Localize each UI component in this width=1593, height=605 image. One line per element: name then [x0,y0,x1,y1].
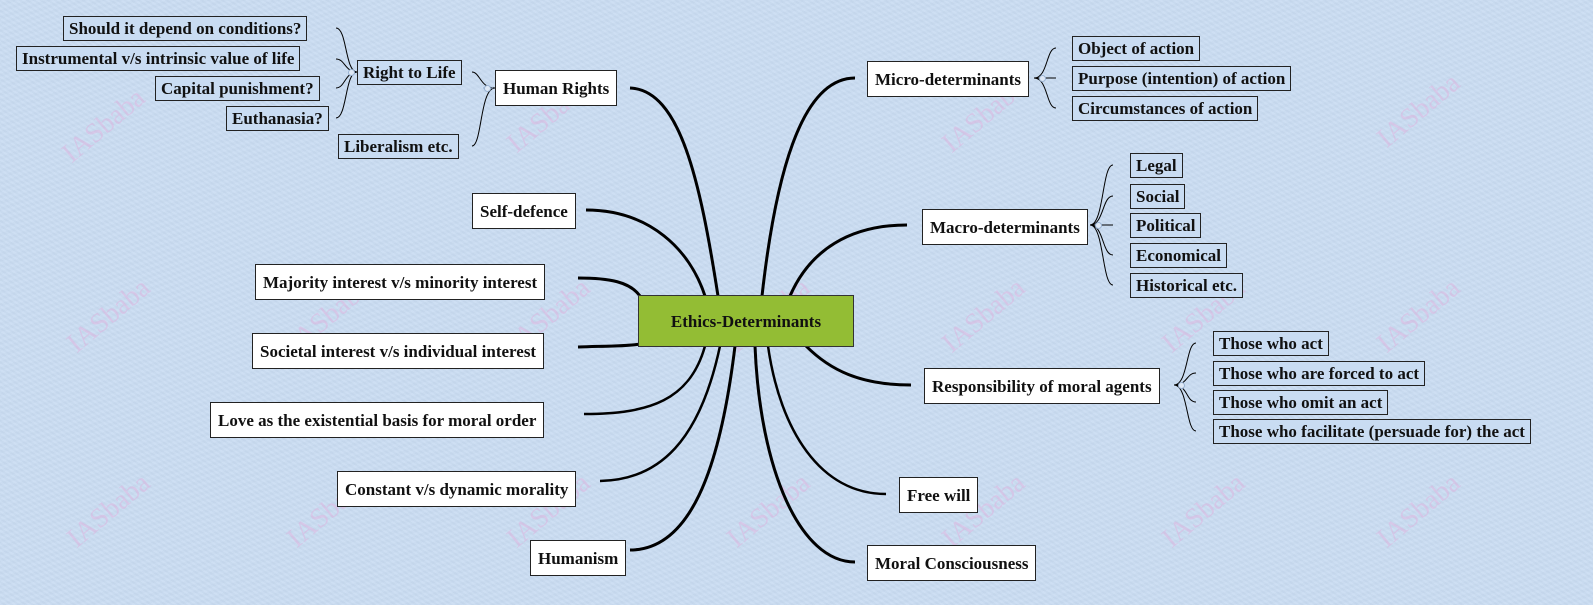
node-object-of-action[interactable]: Object of action [1072,36,1201,61]
node-self-defence[interactable]: Self-defence [472,193,576,229]
node-purpose-of-action[interactable]: Purpose (intention) of action [1072,66,1292,91]
node-humanism[interactable]: Humanism [530,540,627,576]
collapse-toggle-right-to-life[interactable] [348,69,355,76]
link-love [583,345,707,416]
node-legal[interactable]: Legal [1130,153,1183,178]
collapse-toggle-micro[interactable] [1039,75,1046,82]
node-liberalism[interactable]: Liberalism etc. [338,134,459,159]
node-human-rights[interactable]: Human Rights [495,70,618,106]
link-macro [788,223,908,297]
collapse-toggle-macro[interactable] [1095,222,1102,229]
node-micro-determinants[interactable]: Micro-determinants [867,61,1030,97]
link-human-rights [629,86,720,297]
center-node[interactable]: Ethics-Determinants [638,295,854,347]
node-moral-consciousness[interactable]: Moral Consciousness [867,545,1037,581]
node-forced-to-act[interactable]: Those who are forced to act [1213,361,1426,386]
node-omit-an-act[interactable]: Those who omit an act [1213,390,1389,415]
link-constant [599,345,722,483]
node-free-will[interactable]: Free will [899,477,979,513]
node-right-to-life[interactable]: Right to Life [357,60,462,85]
node-instrumental-value[interactable]: Instrumental v/s intrinsic value of life [16,46,301,71]
node-majority-interest[interactable]: Majority interest v/s minority interest [255,264,546,300]
node-responsibility[interactable]: Responsibility of moral agents [924,368,1160,404]
link-hr-right-to-life [471,71,496,89]
node-capital-punishment[interactable]: Capital punishment? [155,76,320,101]
node-macro-determinants[interactable]: Macro-determinants [922,209,1088,245]
link-free-will [766,345,887,496]
node-political[interactable]: Political [1130,213,1202,238]
node-those-who-act[interactable]: Those who act [1213,331,1329,356]
node-euthanasia[interactable]: Euthanasia? [226,106,329,131]
link-self-defence [585,208,707,297]
node-historical[interactable]: Historical etc. [1130,273,1244,298]
node-circumstances-of-action[interactable]: Circumstances of action [1072,96,1259,121]
node-facilitate-act[interactable]: Those who facilitate (persuade for) the … [1213,419,1531,444]
link-responsibility [804,344,912,387]
node-social[interactable]: Social [1130,184,1186,209]
node-societal-interest[interactable]: Societal interest v/s individual interes… [252,333,545,369]
node-love-moral-order[interactable]: Love as the existential basis for moral … [210,402,545,438]
node-constant-dynamic[interactable]: Constant v/s dynamic morality [337,471,577,507]
link-hr-liberalism [471,87,496,147]
node-economical[interactable]: Economical [1130,243,1227,268]
link-societal [577,342,641,349]
link-micro [760,76,856,297]
collapse-toggle-responsibility[interactable] [1178,382,1185,389]
link-majority [577,276,642,297]
collapse-toggle-human-rights[interactable] [484,85,491,92]
link-humanism [629,345,737,552]
link-moral-consciousness [753,345,856,564]
node-should-it-depend[interactable]: Should it depend on conditions? [63,16,308,41]
